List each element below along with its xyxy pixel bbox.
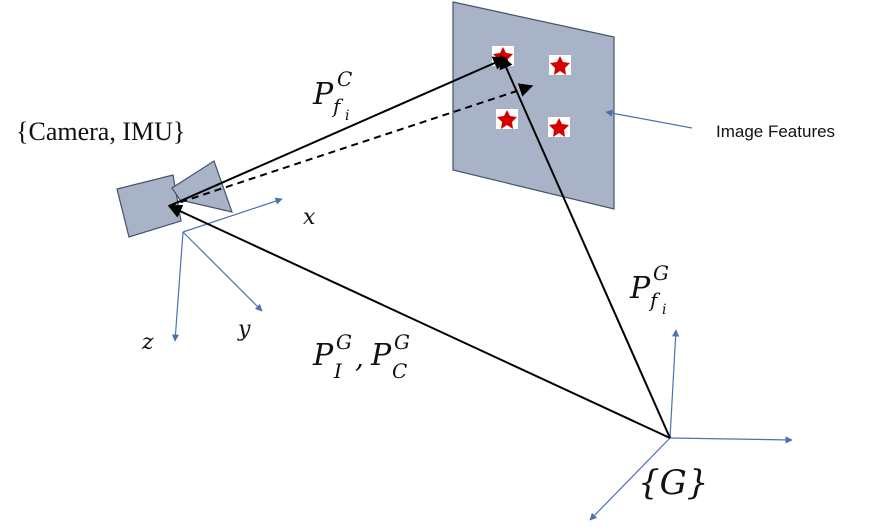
vector-world-to-camera (167, 204, 671, 439)
svg-text:,: , (355, 341, 364, 374)
svg-text:G: G (394, 330, 410, 354)
world-frame-label: {G} (638, 463, 708, 503)
svg-text:P: P (629, 271, 651, 306)
vector-camera-to-feature (168, 56, 508, 207)
svg-text:P: P (312, 338, 334, 373)
svg-text:P: P (370, 338, 392, 373)
svg-text:f: f (331, 94, 344, 118)
svg-text:C: C (337, 67, 352, 91)
svg-text:i: i (345, 108, 349, 124)
camera-z-label: z (141, 330, 154, 355)
camera-x-label: x (303, 205, 316, 230)
camera-z-axis (171, 231, 184, 342)
label-p-fi-c: P C f i (312, 67, 352, 124)
svg-text:I: I (333, 359, 343, 383)
camera-label: {Camera, IMU} (16, 117, 185, 146)
world-diag-axis (589, 437, 671, 521)
star-feature-3 (496, 109, 518, 129)
star-feature-2 (549, 55, 571, 75)
svg-text:G: G (653, 261, 669, 285)
image-features-label: Image Features (716, 122, 835, 141)
label-p-fi-g: P G f i (629, 261, 669, 318)
label-p-i-g-p-c-g: P G I , P G C (312, 330, 410, 383)
camera-icon (116, 160, 233, 238)
svg-text:P: P (312, 77, 334, 112)
image-plane (452, 1, 615, 210)
svg-text:i: i (662, 302, 666, 318)
world-up-axis (669, 329, 680, 439)
image-features-pointer (605, 109, 693, 129)
svg-text:f: f (648, 288, 661, 312)
camera-y-label: y (237, 317, 251, 342)
star-feature-4 (548, 117, 570, 137)
vector-camera-to-feature-dashed (168, 83, 534, 207)
camera-x-axis (182, 197, 283, 233)
svg-text:G: G (336, 330, 352, 354)
world-right-axis (669, 436, 793, 444)
camera-y-axis (182, 231, 263, 312)
vector-world-to-feature (499, 54, 671, 439)
svg-text:C: C (392, 359, 407, 383)
